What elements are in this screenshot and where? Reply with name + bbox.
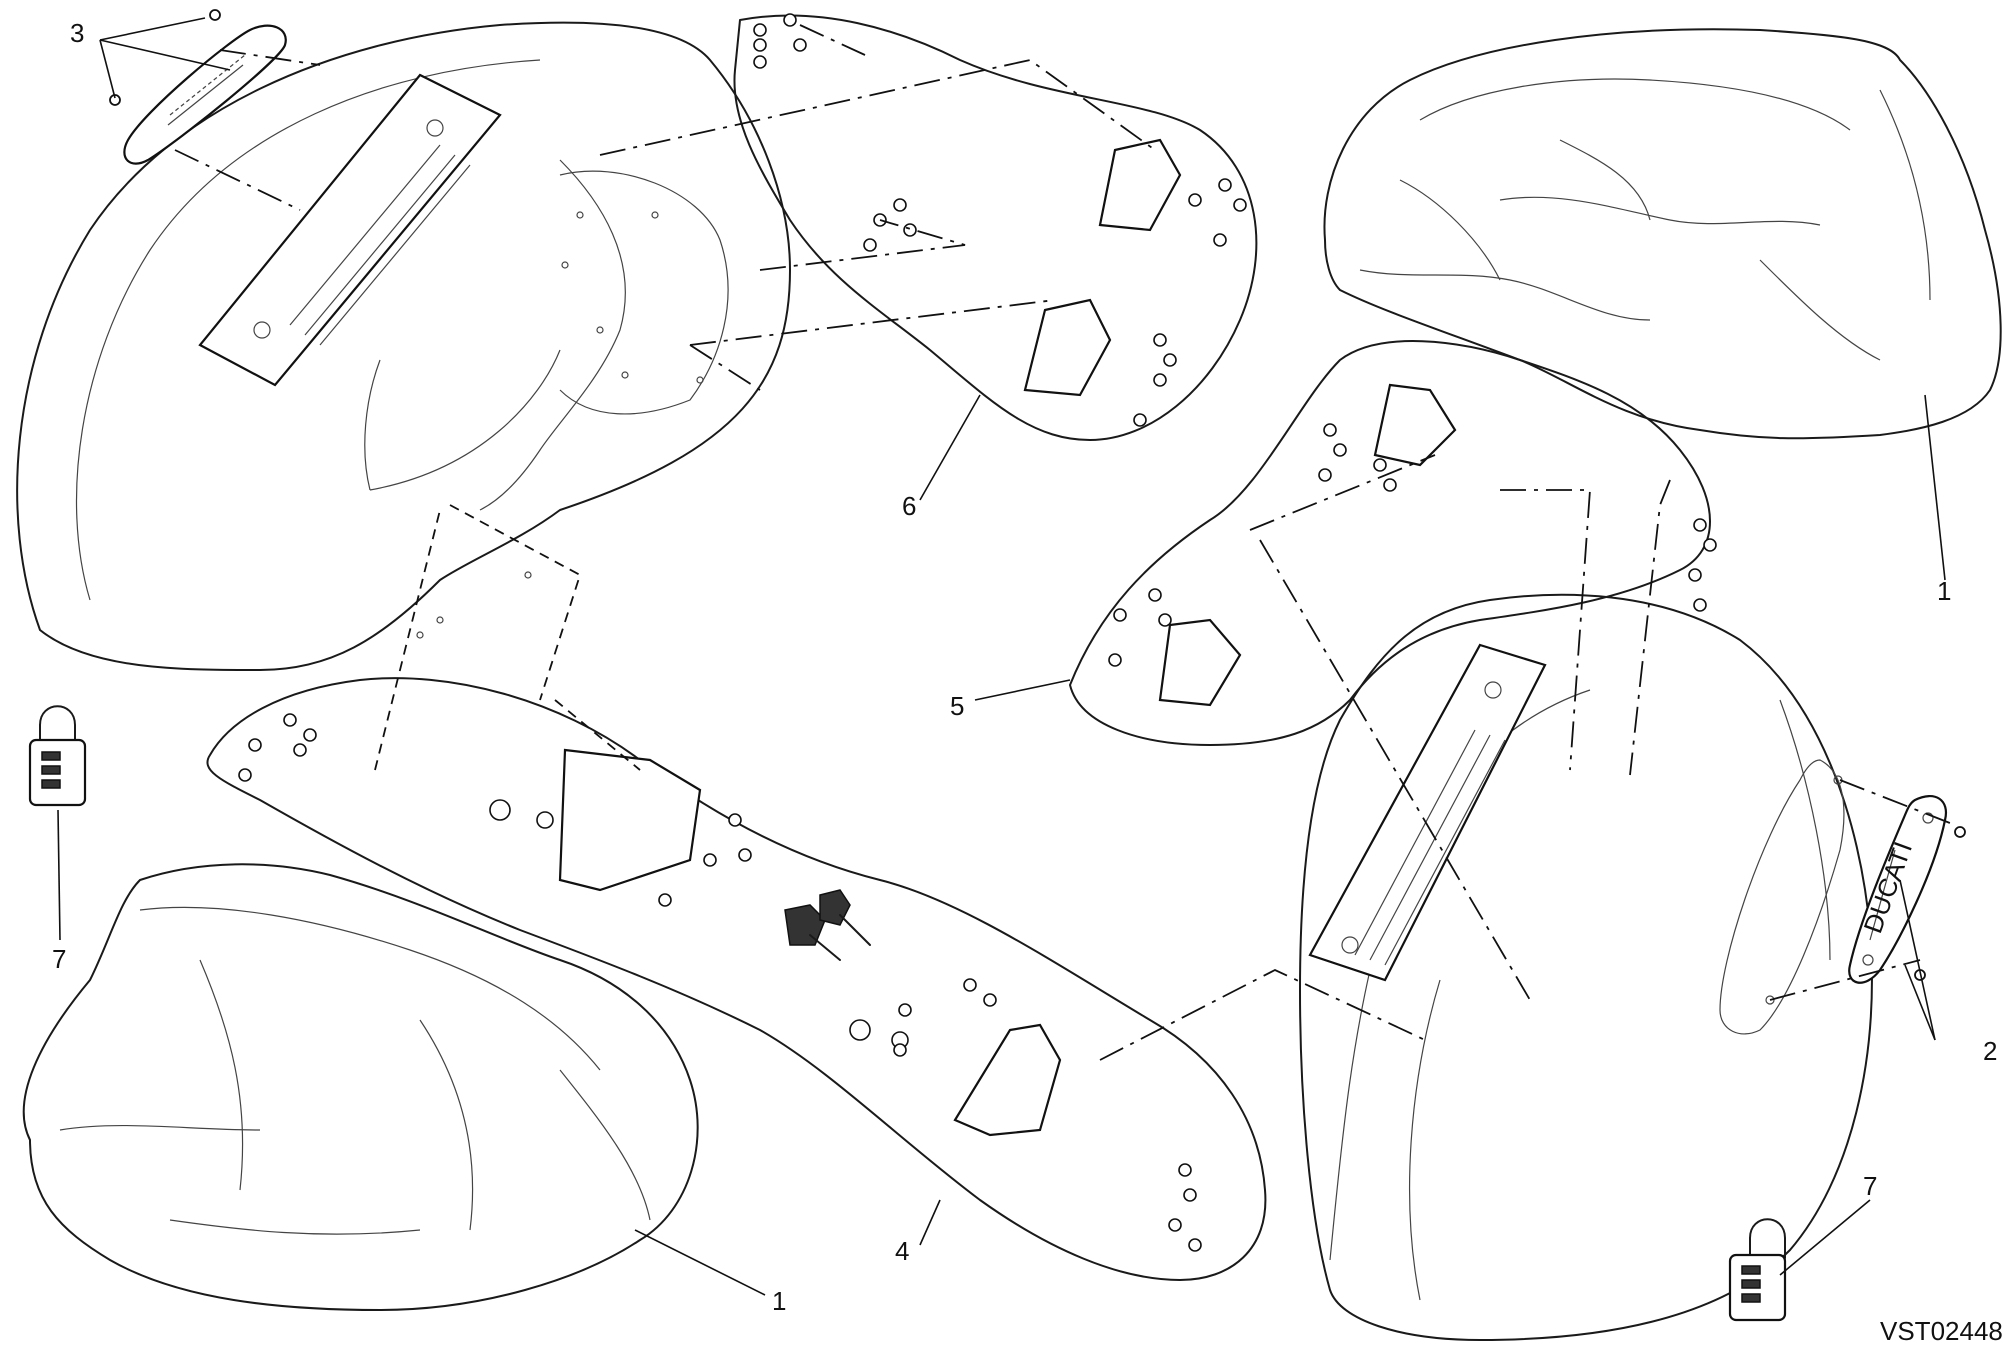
assembly-lines bbox=[174, 24, 1956, 1061]
callout-labels: 3 1 2 1 4 5 6 7 7 bbox=[52, 18, 1997, 1316]
emblem-right: DUCATI bbox=[1848, 794, 1966, 984]
kit-5-outline bbox=[1069, 340, 1717, 746]
rain-cover-upper-right bbox=[1323, 28, 2002, 440]
emblem-top bbox=[109, 9, 287, 165]
callout-1-lower: 1 bbox=[772, 1286, 786, 1316]
callout-6: 6 bbox=[902, 491, 916, 521]
callout-2: 2 bbox=[1983, 1036, 1997, 1066]
callout-4: 4 bbox=[895, 1236, 909, 1266]
padlock-right bbox=[1728, 1218, 1787, 1322]
kit-4-outline bbox=[206, 677, 1267, 1281]
right-pannier bbox=[1299, 593, 1873, 1341]
drawing-code: VST02448 bbox=[1880, 1316, 2003, 1346]
rain-cover-lower-left bbox=[22, 863, 699, 1311]
kit-6-outline bbox=[733, 13, 1258, 441]
left-pannier bbox=[16, 21, 791, 671]
callout-7-right: 7 bbox=[1863, 1171, 1877, 1201]
leader-lines bbox=[57, 17, 1946, 1296]
callout-3: 3 bbox=[70, 18, 84, 48]
padlock-left bbox=[28, 705, 87, 807]
callout-7-left: 7 bbox=[52, 944, 66, 974]
callout-1-upper: 1 bbox=[1937, 576, 1951, 606]
callout-5: 5 bbox=[950, 691, 964, 721]
